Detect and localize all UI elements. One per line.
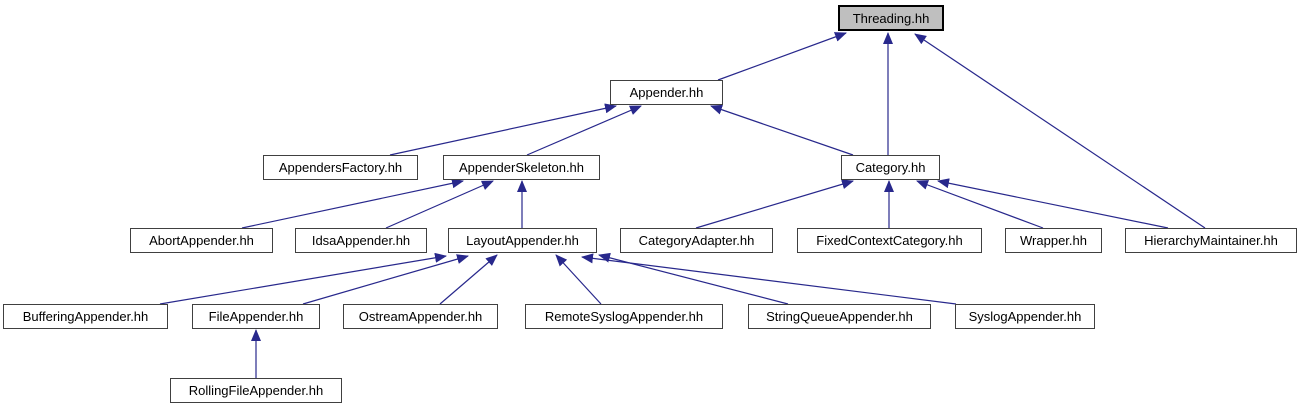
edge-idsaappender-to-appenderskeleton bbox=[385, 180, 494, 229]
node-abortappender[interactable]: AbortAppender.hh bbox=[130, 228, 273, 253]
edge-wrapper-to-category bbox=[916, 180, 1044, 229]
edge-appender-to-threading bbox=[717, 32, 847, 81]
node-remotesyslogappender[interactable]: RemoteSyslogAppender.hh bbox=[525, 304, 723, 329]
node-categoryadapter[interactable]: CategoryAdapter.hh bbox=[620, 228, 773, 253]
edge-hierarchymaintainer-to-threading bbox=[914, 33, 1206, 229]
edge-abortappender-to-appenderskeleton bbox=[241, 178, 464, 229]
edge-appendersfactory-to-appender bbox=[389, 103, 617, 156]
edge-categoryadapter-to-category bbox=[695, 179, 854, 229]
node-hierarchymaintainer[interactable]: HierarchyMaintainer.hh bbox=[1125, 228, 1297, 253]
node-fileappender[interactable]: FileAppender.hh bbox=[192, 304, 320, 329]
edge-ostreamappender-to-layoutappender bbox=[439, 254, 498, 305]
edge-fileappender-to-layoutappender bbox=[302, 254, 469, 305]
edge-remotesyslogappender-to-layoutappender bbox=[555, 254, 602, 305]
node-ostreamappender[interactable]: OstreamAppender.hh bbox=[343, 304, 498, 329]
edge-syslogappender-to-layoutappender bbox=[581, 253, 957, 305]
node-bufferingappender[interactable]: BufferingAppender.hh bbox=[3, 304, 168, 329]
node-syslogappender[interactable]: SyslogAppender.hh bbox=[955, 304, 1095, 329]
node-appender[interactable]: Appender.hh bbox=[610, 80, 723, 105]
node-idsaappender[interactable]: IdsaAppender.hh bbox=[295, 228, 427, 253]
node-appendersfactory[interactable]: AppendersFactory.hh bbox=[263, 155, 418, 180]
node-appenderskeleton[interactable]: AppenderSkeleton.hh bbox=[443, 155, 600, 180]
node-layoutappender[interactable]: LayoutAppender.hh bbox=[448, 228, 597, 253]
node-category[interactable]: Category.hh bbox=[841, 155, 940, 180]
node-stringqueueappender[interactable]: StringQueueAppender.hh bbox=[748, 304, 931, 329]
node-wrapper[interactable]: Wrapper.hh bbox=[1005, 228, 1102, 253]
node-rollingfileappender[interactable]: RollingFileAppender.hh bbox=[170, 378, 342, 403]
node-fixedcontextcategory[interactable]: FixedContextCategory.hh bbox=[797, 228, 982, 253]
edge-appenderskeleton-to-appender bbox=[526, 105, 642, 156]
node-threading[interactable]: Threading.hh bbox=[838, 5, 944, 31]
edge-stringqueueappender-to-layoutappender bbox=[598, 252, 789, 305]
edge-category-to-appender bbox=[710, 104, 854, 156]
edge-bufferingappender-to-layoutappender bbox=[159, 252, 447, 305]
edge-hierarchymaintainer-to-category bbox=[937, 178, 1169, 229]
